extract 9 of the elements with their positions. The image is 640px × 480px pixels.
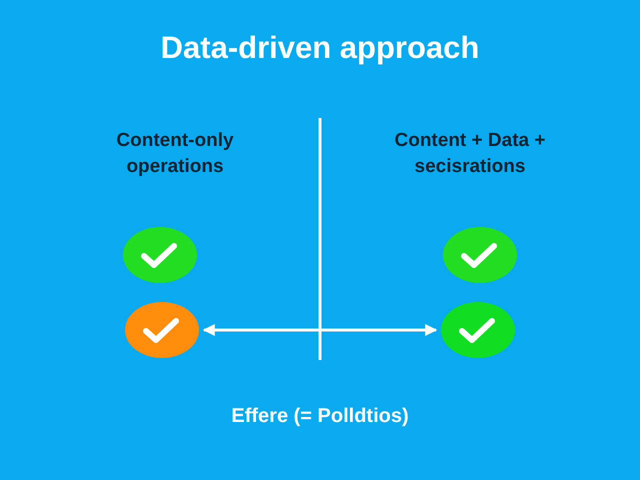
- check-circle-icon: [440, 301, 516, 359]
- double-arrow: [202, 324, 438, 336]
- check-circle-icon: [124, 301, 200, 359]
- check-circle-icon: [122, 226, 198, 284]
- column-heading: Content-only operations: [115, 129, 235, 179]
- column-heading: Content + Data + secisrations: [394, 129, 546, 179]
- footer-text: Effere (= Polldtios): [230, 405, 410, 428]
- title: Data-driven approach: [160, 30, 480, 66]
- check-circle-icon: [442, 226, 518, 284]
